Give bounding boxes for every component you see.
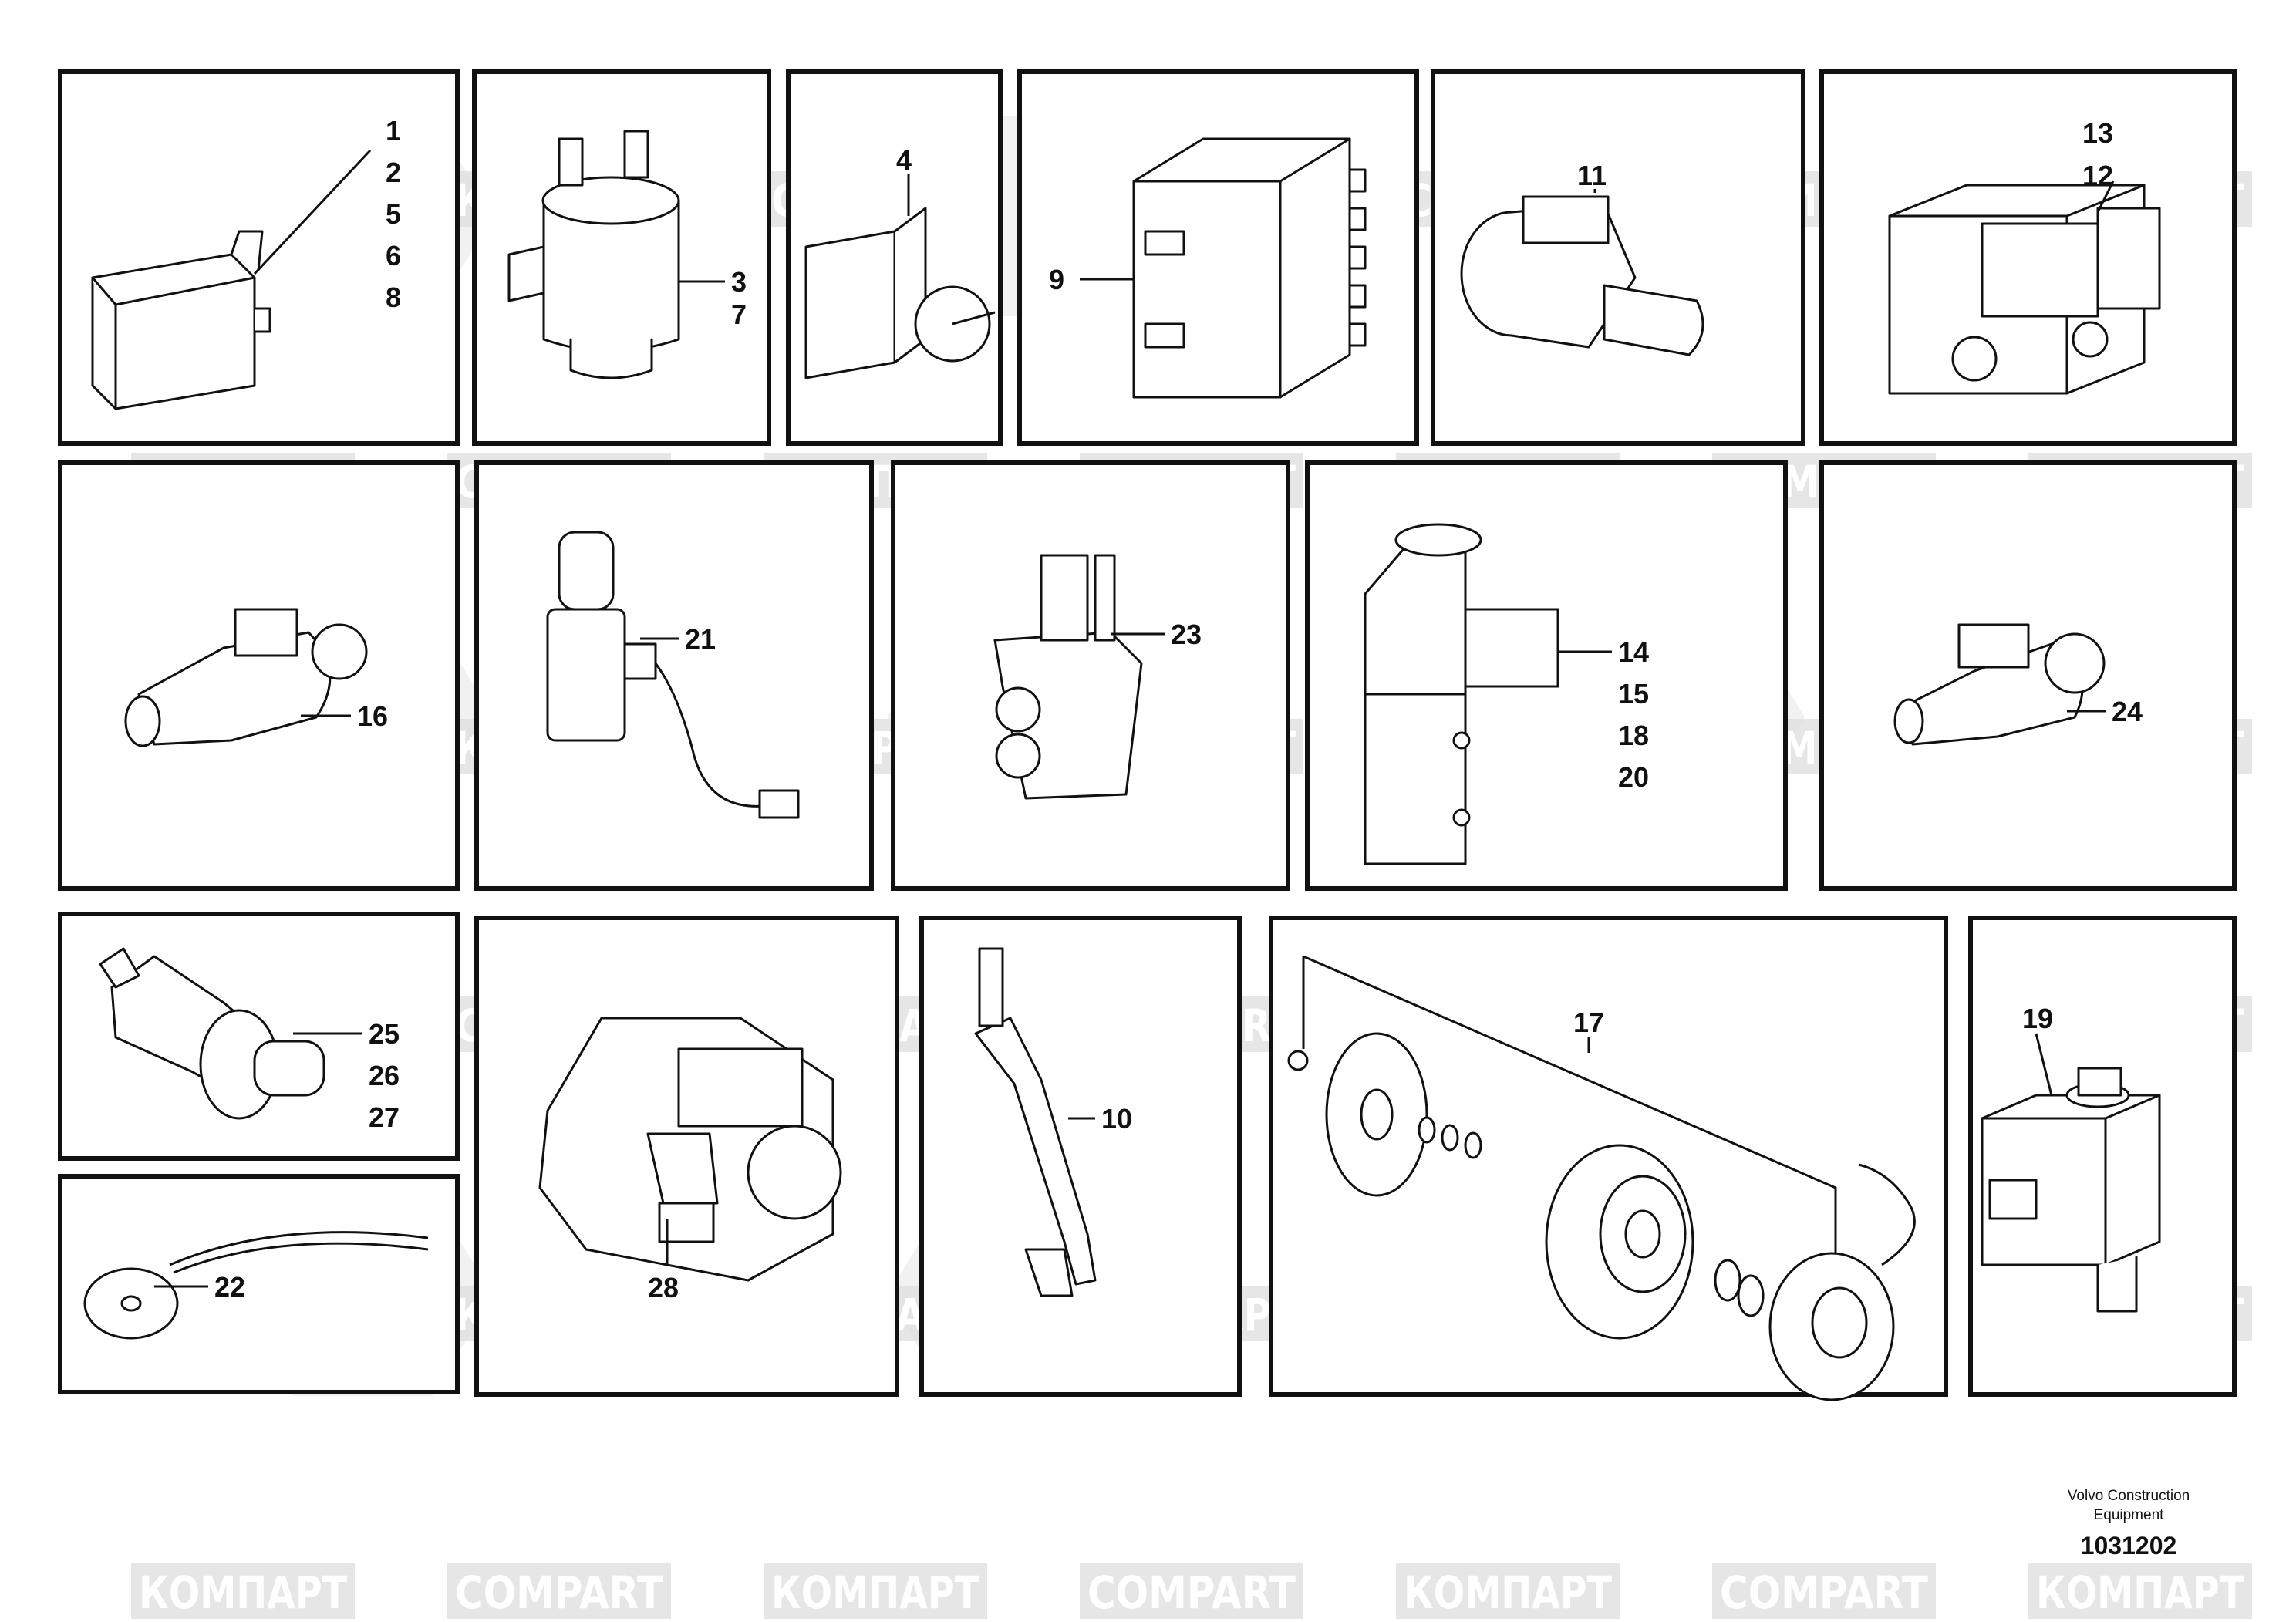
panel-bracket-switch: 4 (786, 69, 1003, 446)
panel-valve-block: 13 12 (1819, 69, 2237, 446)
callout-20: 20 (1618, 761, 1649, 793)
watermark-text: КОМПАРТ (1404, 1566, 1612, 1619)
watermark-text: КОМПАРТ (2036, 1566, 2244, 1619)
panel-valve-25: 25 26 27 (58, 912, 460, 1161)
panel-relay: 1 2 5 6 8 (58, 69, 460, 446)
callout-23: 23 (1171, 619, 1202, 650)
callout-10: 10 (1101, 1103, 1132, 1135)
watermark-text: COMPART (1087, 1566, 1296, 1619)
callout-16: 16 (357, 700, 388, 732)
watermark-bar (131, 1563, 355, 1619)
callout-1: 1 (386, 115, 401, 147)
callout-25: 25 (369, 1018, 400, 1050)
callout-5: 5 (386, 198, 401, 230)
panel-solenoid: 3 7 (472, 69, 771, 446)
watermark-bar (764, 1563, 987, 1619)
callout-2: 2 (386, 157, 401, 188)
panel-solenoid-21: 21 (474, 460, 874, 891)
callout-6: 6 (386, 240, 401, 271)
callout-3: 3 (731, 266, 747, 298)
callout-11: 11 (1577, 160, 1607, 191)
panel-pump-28: 28 (474, 916, 899, 1397)
watermark-bar (1396, 1563, 1620, 1619)
watermark-bar (1080, 1563, 1303, 1619)
callout-28: 28 (648, 1272, 679, 1303)
panel-valve-19: 19 (1968, 916, 2237, 1397)
panel-valve-11: 11 (1431, 69, 1805, 446)
panel-valve-16: 16 (58, 460, 460, 891)
callout-19: 19 (2022, 1003, 2053, 1034)
footer-company-line1: Volvo Construction (2068, 1488, 2190, 1504)
watermark-bar (1712, 1563, 1936, 1619)
watermark-bar (447, 1563, 671, 1619)
callout-9: 9 (1049, 264, 1064, 295)
callout-13: 13 (2082, 117, 2113, 149)
callout-7: 7 (731, 298, 747, 330)
panel-valve-23: 23 (891, 460, 1290, 891)
callout-21: 21 (685, 623, 716, 655)
footer-company-line2: Equipment (2094, 1507, 2165, 1523)
callout-17: 17 (1573, 1007, 1604, 1038)
callout-15: 15 (1618, 678, 1649, 710)
callout-27: 27 (369, 1101, 400, 1133)
watermark-bar (2028, 1563, 2252, 1619)
callout-8: 8 (386, 282, 401, 313)
panel-clutch-17: 17 (1269, 916, 1948, 1401)
panel-valve-24: 24 (1819, 460, 2237, 891)
callout-18: 18 (1618, 720, 1649, 751)
watermark-text: COMPART (1720, 1566, 1928, 1619)
drawing-number: 1031202 (2081, 1532, 2177, 1560)
panel-injector-10: 10 (919, 916, 1242, 1397)
panel-sensor-22: 22 (58, 1174, 460, 1394)
footer: Volvo Construction Equipment 1031202 (2068, 1488, 2190, 1560)
callout-4: 4 (896, 144, 912, 176)
callout-22: 22 (214, 1271, 245, 1303)
watermark-text: COMPART (455, 1566, 663, 1619)
panel-valve-14: 14 15 18 20 (1305, 460, 1788, 891)
callout-24: 24 (2112, 696, 2143, 727)
callout-14: 14 (1618, 636, 1649, 668)
callout-26: 26 (369, 1060, 400, 1091)
watermark-text: КОМПАРТ (139, 1566, 347, 1619)
watermark-text: КОМПАРТ (771, 1566, 979, 1619)
callout-12: 12 (2082, 160, 2113, 191)
panel-relay-box: 9 (1017, 69, 1419, 446)
